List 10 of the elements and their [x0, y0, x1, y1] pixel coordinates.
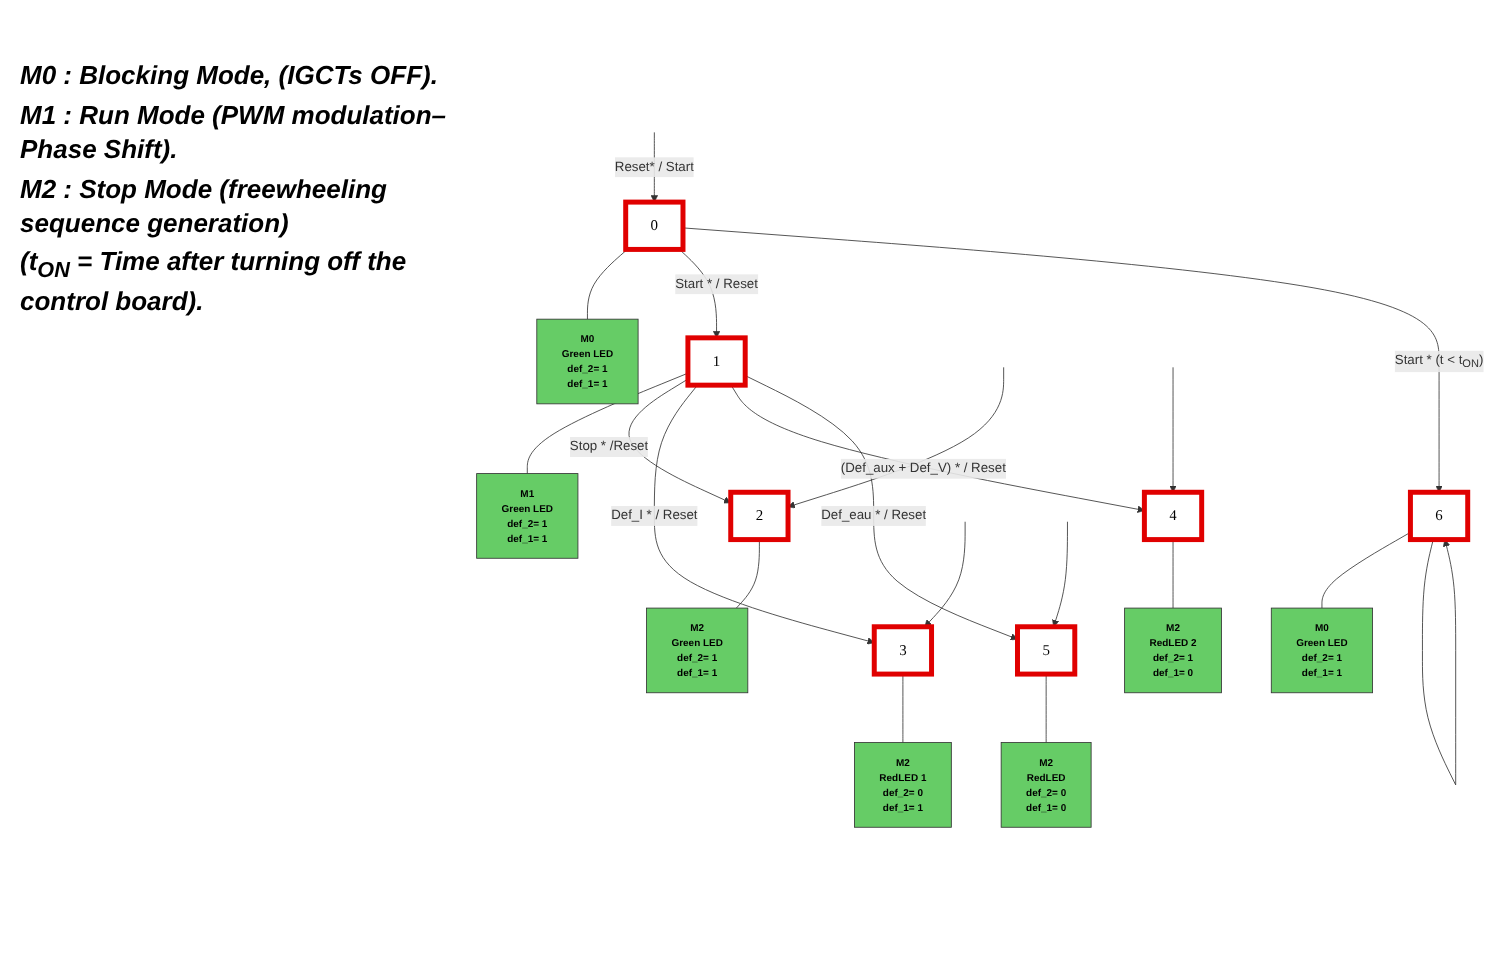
connector [1321, 531, 1411, 609]
mode-note: (t$_{ON}$ = Time after turning off the control board). [20, 246, 409, 320]
connector [735, 539, 760, 609]
mode-note: M2 : Stop Mode (freewheeling sequence generation) [20, 173, 389, 241]
mode-note: M1 : Run Mode (PWM modulation–Phase Shift). [20, 99, 449, 168]
connector [1045, 673, 1047, 743]
mode-note: M0 : Blocking Mode, (IGCTs OFF). [20, 60, 440, 94]
connector [587, 249, 628, 320]
connector [1172, 539, 1174, 609]
connector [902, 673, 904, 743]
